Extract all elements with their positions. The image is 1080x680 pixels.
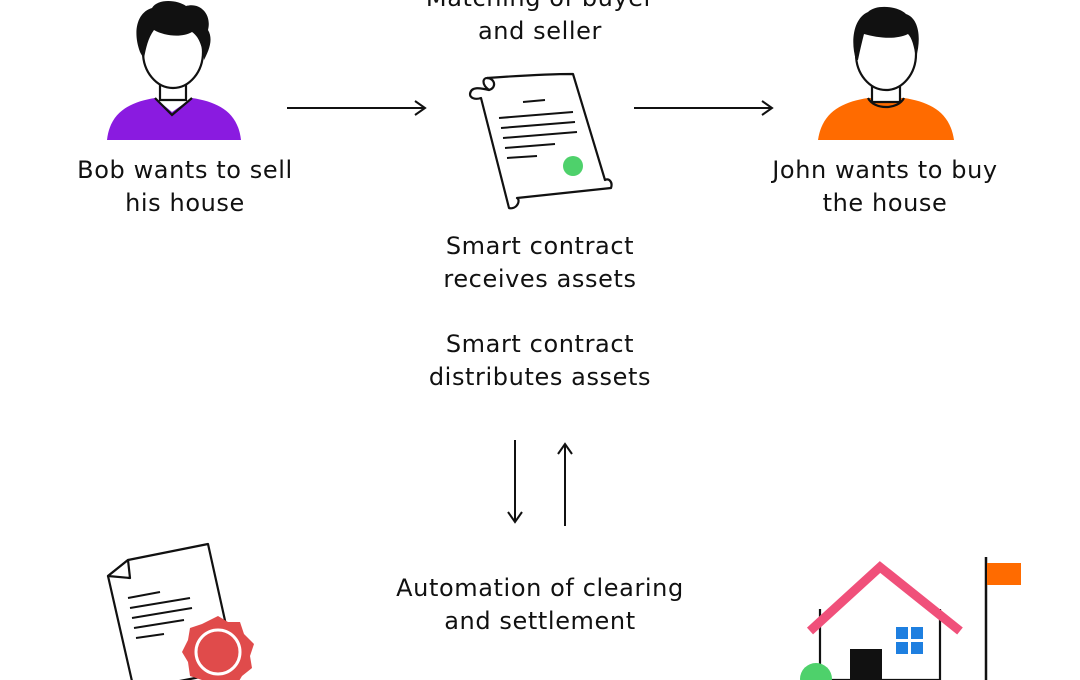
smart-contract-scroll-icon <box>468 72 613 210</box>
contract-receives-label: Smart contract receives assets <box>443 232 637 293</box>
seller-person-icon <box>107 1 241 140</box>
house-icon <box>800 557 1021 680</box>
certificate-icon <box>106 542 254 680</box>
buyer-person-icon <box>818 6 954 140</box>
contract-distributes-label: Smart contract distributes assets <box>428 330 652 391</box>
matching-label: Matching of buyer and seller <box>426 0 654 45</box>
arrow-contract-to-buyer <box>634 100 774 116</box>
arrow-seller-to-contract <box>287 100 427 116</box>
automation-label: Automation of clearing and settlement <box>396 574 684 635</box>
arrow-up <box>557 442 573 526</box>
buyer-label: John wants to buy the house <box>772 156 998 217</box>
seller-label: Bob wants to sell his house <box>77 156 293 217</box>
arrow-down <box>507 440 523 524</box>
